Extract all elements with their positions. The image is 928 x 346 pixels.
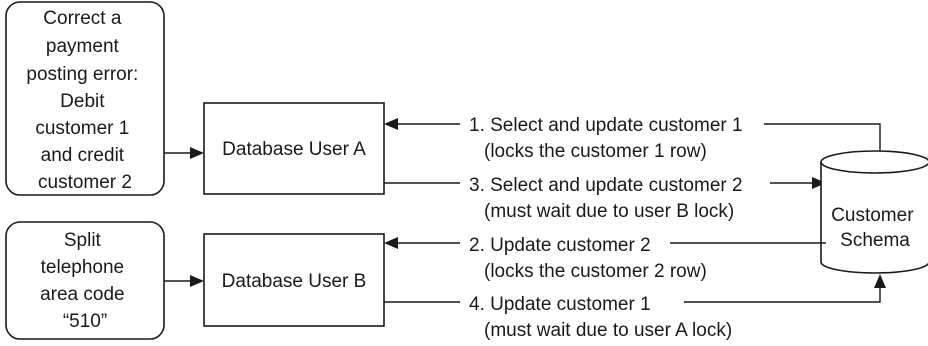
- step-1-line-right: [764, 123, 881, 152]
- task-box-a: [5, 1, 165, 196]
- task-a-line: and credit: [41, 145, 125, 166]
- task-b-text: Split telephone area code “510”: [40, 230, 130, 332]
- step-1-arrowhead: [384, 118, 398, 130]
- step-2-arrowhead: [384, 237, 398, 249]
- step-4-label: 4. Update customer 1: [469, 294, 651, 315]
- step-3-note: (must wait due to user B lock): [484, 201, 734, 222]
- step-2-label: 2. Update customer 2: [469, 235, 651, 256]
- task-b-line: area code: [40, 284, 125, 305]
- step-3-label: 3. Select and update customer 2: [469, 175, 743, 196]
- task-a-line: Correct a: [43, 8, 122, 29]
- user-b-box: [203, 233, 385, 327]
- task-a-line: posting error:: [26, 64, 138, 85]
- task-b-line: Split: [64, 230, 102, 251]
- user-a-box: [203, 102, 385, 195]
- step-2-note: (locks the customer 2 row): [484, 261, 707, 282]
- task-b-arrowhead: [190, 275, 204, 287]
- user-b-label: Database User B: [222, 271, 367, 292]
- step-4-line-right: [684, 286, 881, 303]
- schema-label: Customer Schema: [831, 205, 919, 251]
- task-b-line: “510”: [63, 311, 107, 332]
- step-3-arrowhead: [812, 177, 826, 189]
- task-a-line: payment: [46, 36, 120, 57]
- task-a-line: customer 1: [35, 118, 129, 139]
- task-a-line: Debit: [60, 91, 105, 112]
- task-a-arrowhead: [190, 147, 204, 159]
- step-4-arrowhead: [874, 274, 886, 288]
- task-a-text: Correct a payment posting error: Debit c…: [26, 8, 143, 193]
- step-4-note: (must wait due to user A lock): [484, 320, 732, 341]
- task-b-line: telephone: [41, 257, 124, 278]
- schema-label-line: Customer: [831, 205, 914, 226]
- task-a-line: customer 2: [38, 172, 132, 193]
- step-1-label: 1. Select and update customer 1: [469, 115, 743, 136]
- schema-cylinder-body: [820, 162, 928, 274]
- schema-cylinder-top: [820, 150, 928, 174]
- schema-label-line: Schema: [840, 230, 910, 251]
- user-a-label: Database User A: [222, 139, 366, 160]
- step-1-note: (locks the customer 1 row): [484, 141, 707, 162]
